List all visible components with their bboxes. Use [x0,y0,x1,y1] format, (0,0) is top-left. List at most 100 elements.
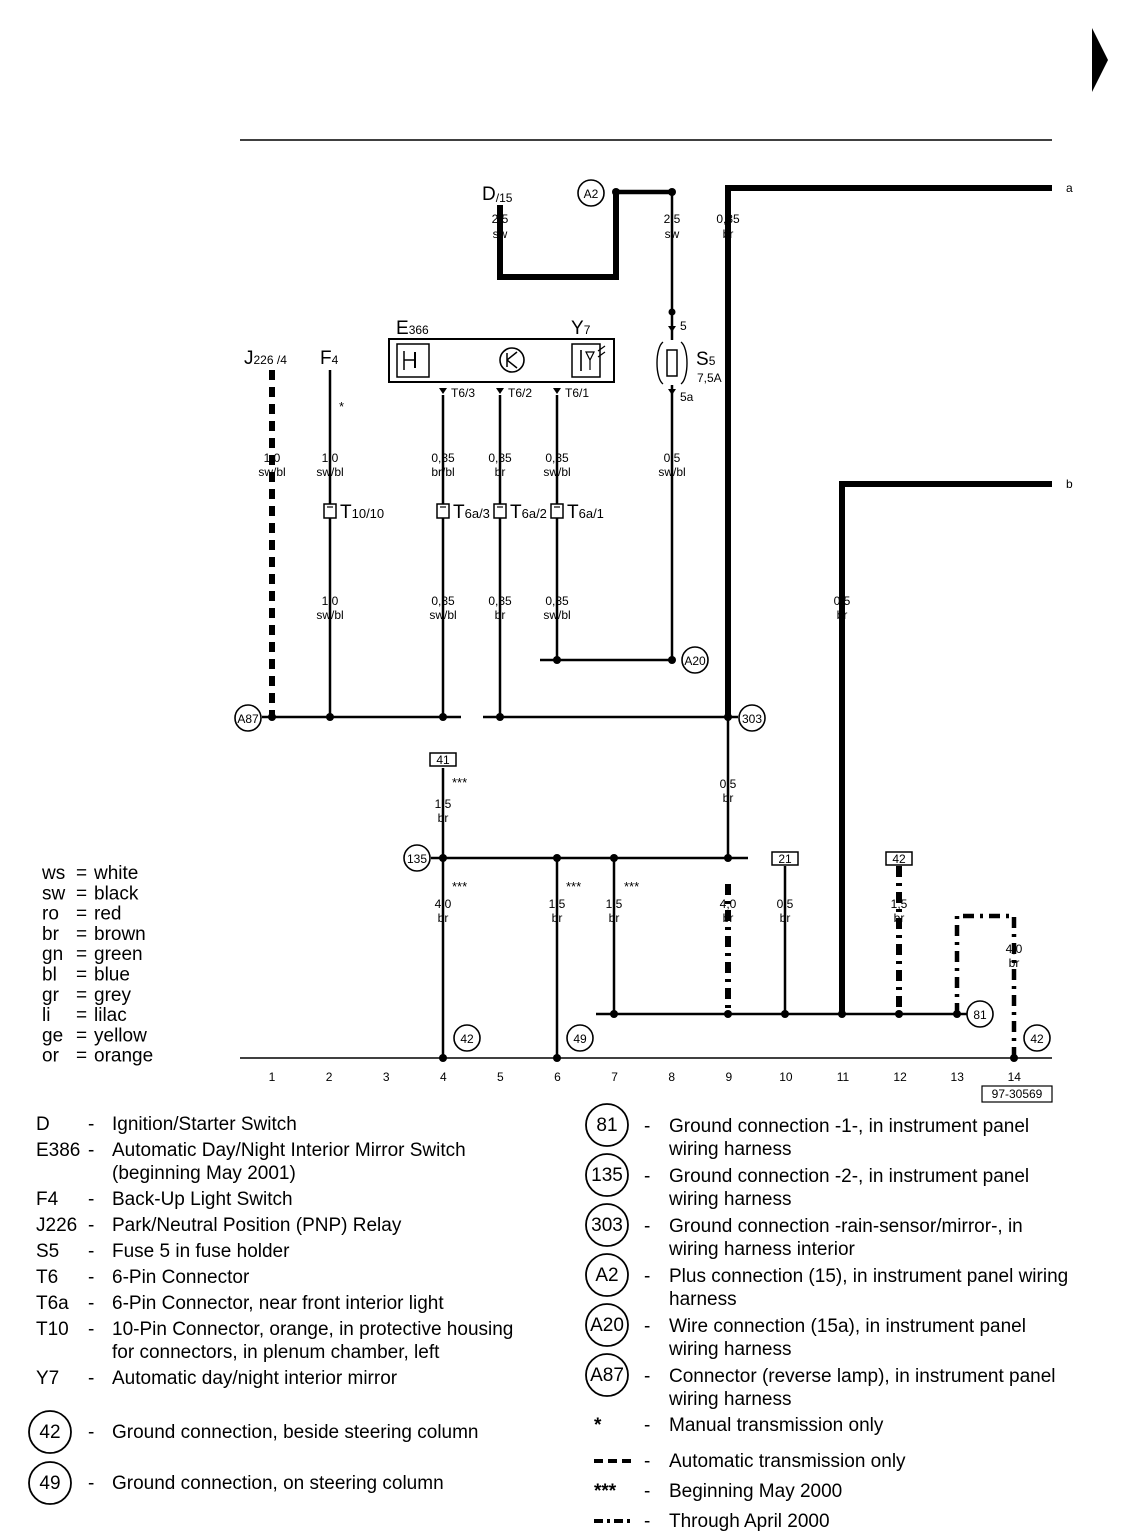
legend-code: D [36,1114,50,1135]
color-code: gn [42,944,63,965]
legend-dash: - [88,1319,94,1340]
pin-s5-bottom: 5a [680,390,694,404]
svg-text:4,0: 4,0 [435,897,452,911]
legend-right: 81-Ground connection -1-, in instrument … [585,1103,1068,1410]
node-135b [553,854,561,862]
legend-dash: - [644,1116,650,1137]
legend-code: T6a [36,1293,69,1314]
node-303a [496,713,504,721]
svg-text:1,0: 1,0 [322,451,339,465]
wire-d15 [497,192,619,280]
wire-b [839,481,1052,1014]
ref-b: b [1066,477,1073,491]
label-t10: T10/10 [340,502,384,523]
svg-text:0,35: 0,35 [545,451,569,465]
svg-text:br: br [723,911,734,925]
column-number: 2 [326,1070,333,1084]
conn-135: 135 [407,852,427,866]
legend-circle-code: A2 [595,1265,618,1286]
column-number: 14 [1008,1070,1022,1084]
svg-text:4,0: 4,0 [720,897,737,911]
pin-t62: T6/2 [508,386,532,400]
legend-desc: Ignition/Starter Switch [112,1114,297,1135]
color-code-legend: ws=whitesw=blackro=redbr=browngn=greenbl… [41,863,153,1067]
marker-3star-41: *** [452,775,467,790]
pin-arrow-t63 [439,388,447,394]
pin-s5-top: 5 [680,319,687,333]
legend-circle [28,1461,72,1505]
color-code-eq: = [76,965,87,986]
legend-dash: - [88,1267,94,1288]
legend-circle-code: 81 [596,1115,617,1136]
svg-text:1,5: 1,5 [606,897,623,911]
label-f4: F4 [320,348,339,369]
node-a87b [326,713,334,721]
color-code: li [42,1005,50,1026]
legend-desc: wiring harness [668,1139,792,1160]
color-code-name: grey [94,985,131,1006]
column-number: 11 [837,1070,850,1084]
d15-terminal [497,205,503,210]
wire-col13-14 [954,913,1017,1058]
legend-dash: - [88,1241,94,1262]
pin-arrow-t62 [496,388,504,394]
svg-text:1,0: 1,0 [322,594,339,608]
conn-42b: 42 [1030,1032,1044,1046]
svg-text:0,5: 0,5 [834,594,851,608]
legend-dash: - [88,1140,94,1161]
legend-desc: Automatic transmission only [669,1451,906,1472]
box-41: 41 [436,753,450,767]
node-42a [439,1054,447,1062]
node-a87c [439,713,447,721]
legend-code: T6 [36,1267,58,1288]
svg-text:0,5: 0,5 [777,897,794,911]
svg-text:sw/bl: sw/bl [658,465,685,479]
color-code: br [42,924,60,945]
legend-circle [585,1153,629,1197]
node-a2 [612,188,620,196]
svg-text:sw/bl: sw/bl [316,465,343,479]
color-code-eq: = [76,985,87,1006]
legend-circle [585,1303,629,1347]
color-code-eq: = [76,1025,87,1046]
column-number: 8 [668,1070,675,1084]
svg-text:0,35: 0,35 [488,451,512,465]
svg-text:0,5: 0,5 [720,777,737,791]
legend-desc: Ground connection -2-, in instrument pan… [669,1166,1029,1187]
legend-dash: - [88,1114,94,1135]
legend-dash: - [88,1368,94,1389]
legend-desc: wiring harness [668,1389,792,1410]
column-number: 10 [779,1070,793,1084]
conn-42a: 42 [460,1032,474,1046]
legend-code: E386 [36,1140,80,1161]
fuse-s5 [656,326,688,395]
legend-dash: - [644,1316,650,1337]
svg-text:sw/bl: sw/bl [429,608,456,622]
node-a87 [268,713,276,721]
label-d: D/15 [482,184,513,205]
node-81c [781,1010,789,1018]
legend-symbol: *** [594,1481,617,1502]
conn-a20: A20 [684,654,706,668]
legend-circle-code: A20 [590,1315,624,1336]
node-81e [895,1010,903,1018]
legend-desc: 6-Pin Connector [112,1267,250,1288]
legend-circle-code: 135 [591,1165,623,1186]
label-s5: S5 [696,349,716,370]
legend-code: J226 [36,1215,77,1236]
legend-desc: Connector (reverse lamp), in instrument … [669,1366,1056,1387]
svg-text:br: br [552,911,563,925]
wires [240,185,1052,1059]
svg-text:br: br [609,911,620,925]
reference-boxes: 41 21 42 [429,752,913,866]
column-number: 12 [893,1070,907,1084]
color-code-name: lilac [94,1005,127,1026]
color-code-eq: = [76,924,87,945]
node-a20b [553,656,561,664]
color-code: gr [42,985,60,1006]
node-135a [439,854,447,862]
legend-desc: harness [669,1289,737,1310]
drawing-id: 97-30569 [992,1087,1043,1101]
legend-symbol: * [594,1415,602,1436]
color-code-name: red [94,904,121,925]
